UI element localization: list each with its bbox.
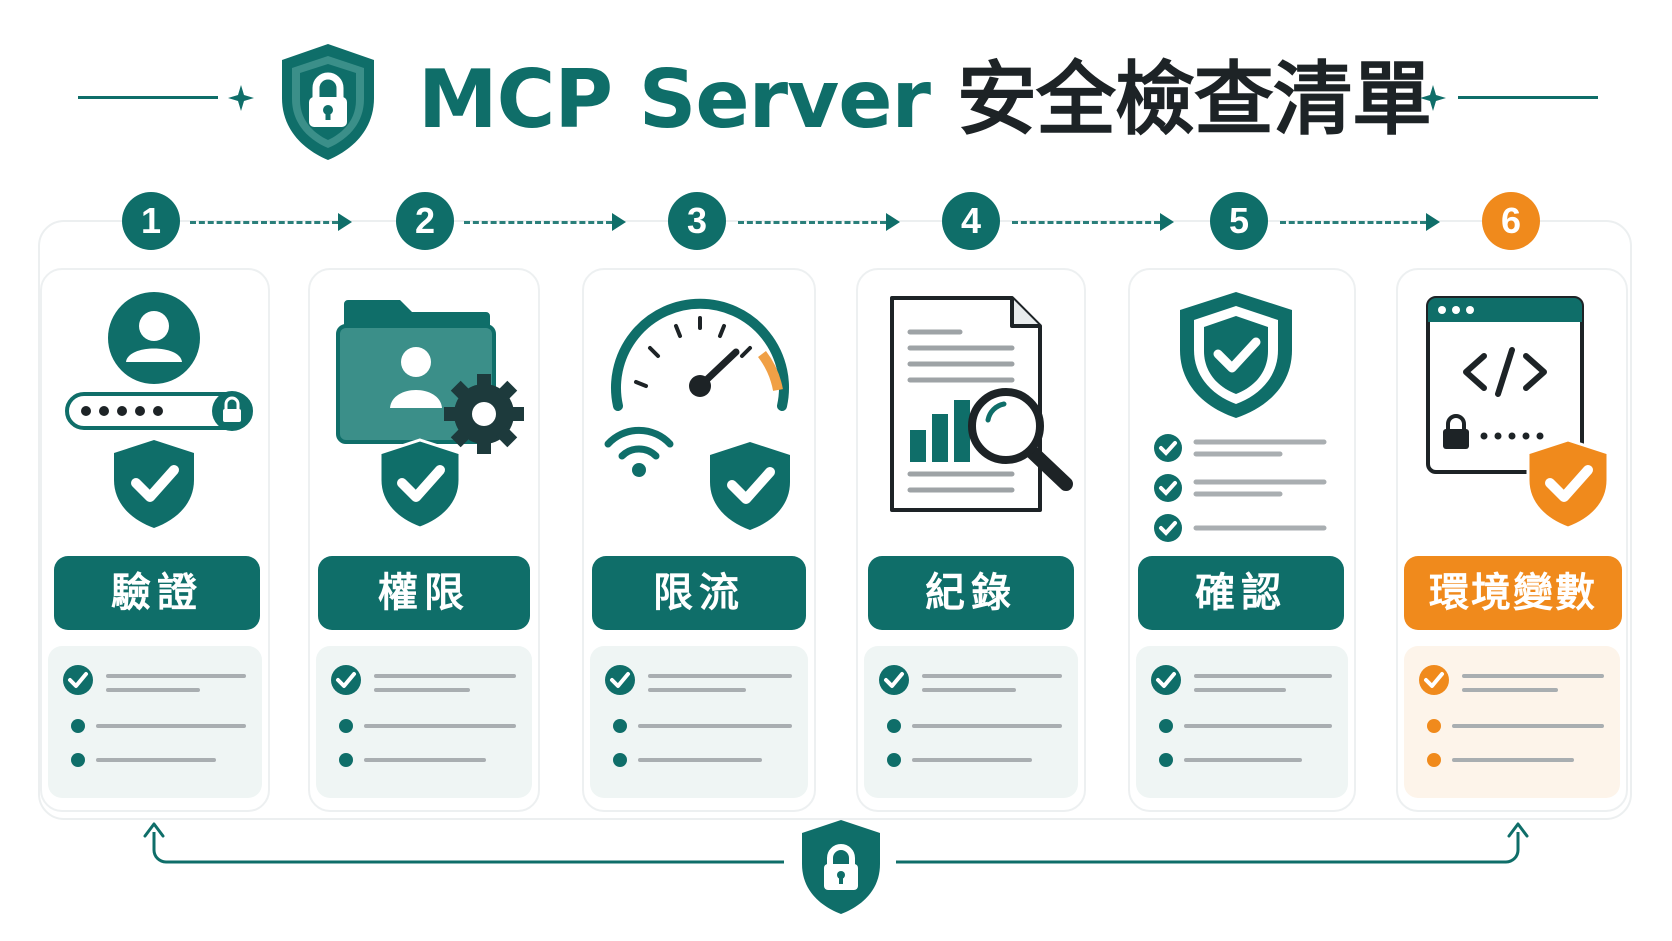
flow-arrow: [1280, 221, 1426, 224]
flow-arrowhead: [612, 213, 626, 231]
bullet-dot: [1427, 753, 1441, 767]
step-label-2: 權限: [318, 556, 530, 630]
bullet-dot: [887, 753, 901, 767]
speedometer-icon: [604, 298, 790, 530]
shield-lock-icon: [802, 820, 880, 914]
header-divider-left: [78, 96, 218, 99]
log-document-icon: [890, 296, 1073, 512]
flow-arrow: [464, 221, 612, 224]
flow-arrow: [738, 221, 886, 224]
folder-permission-icon: [336, 300, 524, 530]
step-label-4: 紀錄: [868, 556, 1074, 630]
sparkle-icon: [1420, 85, 1446, 111]
step-number-5: 5: [1210, 192, 1268, 250]
step-number-2: 2: [396, 192, 454, 250]
step-number-1: 1: [122, 192, 180, 250]
step-number-4: 4: [942, 192, 1000, 250]
check-mark: [68, 672, 88, 688]
flow-arrowhead: [338, 213, 352, 231]
sparkle-icon: [228, 85, 254, 111]
step-number-3: 3: [668, 192, 726, 250]
step-label-3: 限流: [592, 556, 806, 630]
step-number-6: 6: [1482, 192, 1540, 250]
check-mark: [336, 672, 356, 688]
title-english: MCP Server: [418, 53, 931, 146]
check-mark: [1424, 672, 1444, 688]
step-label-6: 環境變數: [1404, 556, 1622, 630]
title-chinese: 安全檢查清單: [956, 53, 1432, 146]
step-label-1: 驗證: [54, 556, 260, 630]
code-window-icon: [1426, 296, 1610, 530]
bullet-dot: [1159, 719, 1173, 733]
bullet-dot: [339, 719, 353, 733]
bullet-dot: [613, 719, 627, 733]
bullet-dot: [1427, 719, 1441, 733]
flow-arrowhead: [886, 213, 900, 231]
check-mark: [884, 672, 904, 688]
bullet-dot: [71, 753, 85, 767]
bullet-dot: [613, 753, 627, 767]
shield-lock-icon: [282, 44, 374, 160]
page-title: MCP Server 安全檢查清單: [418, 52, 1432, 148]
flow-arrow: [1012, 221, 1160, 224]
bullet-dot: [71, 719, 85, 733]
shield-checklist-icon: [1154, 292, 1327, 542]
flow-arrowhead: [1160, 213, 1174, 231]
check-mark: [610, 672, 630, 688]
check-mark: [1156, 672, 1176, 688]
bullet-dot: [1159, 753, 1173, 767]
header-divider-right: [1458, 96, 1598, 99]
step-label-5: 確認: [1138, 556, 1344, 630]
bullet-dot: [887, 719, 901, 733]
user-login-icon: [65, 292, 253, 528]
flow-arrow: [190, 221, 338, 224]
bullet-dot: [339, 753, 353, 767]
flow-arrowhead: [1426, 213, 1440, 231]
